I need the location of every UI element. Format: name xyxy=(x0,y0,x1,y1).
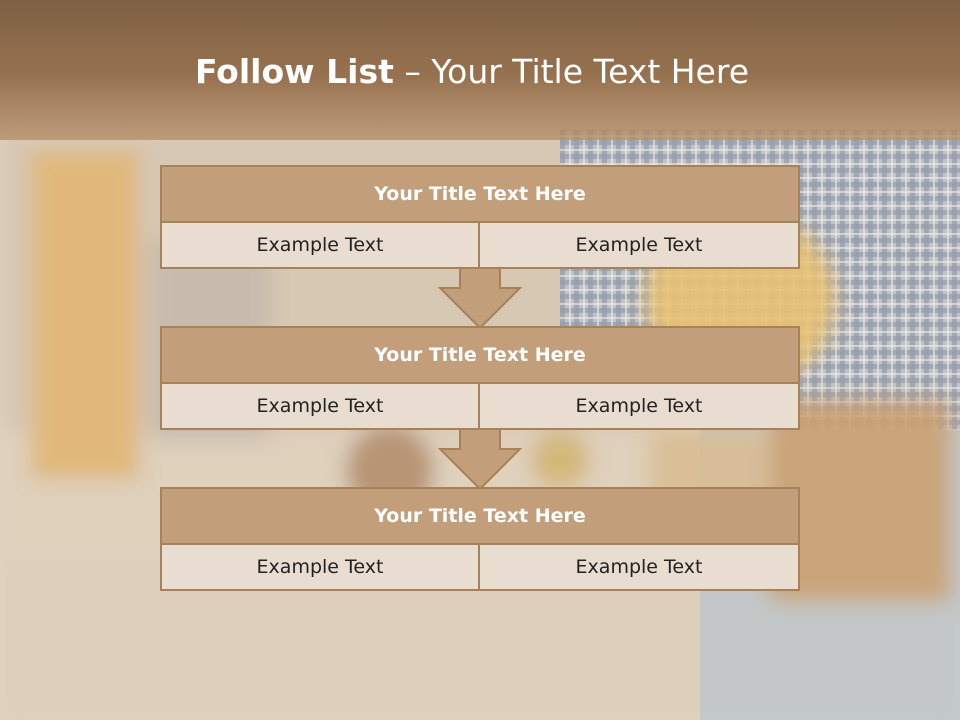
slide-title-rest: – Your Title Text Here xyxy=(404,52,750,91)
block-title: Your Title Text Here xyxy=(162,489,798,545)
block-cell-right: Example Text xyxy=(480,545,798,589)
header-band xyxy=(0,0,960,140)
down-arrow-icon xyxy=(438,429,522,491)
down-arrow-icon xyxy=(438,268,522,330)
block-cell-right: Example Text xyxy=(480,223,798,267)
slide-title: Follow List – Your Title Text Here xyxy=(0,52,944,91)
list-block-3: Your Title Text Here Example Text Exampl… xyxy=(160,487,800,591)
slide-title-strong: Follow List xyxy=(194,52,394,91)
block-cell-left: Example Text xyxy=(162,223,480,267)
list-block-2: Your Title Text Here Example Text Exampl… xyxy=(160,326,800,430)
block-cell-right: Example Text xyxy=(480,384,798,428)
block-title: Your Title Text Here xyxy=(162,167,798,223)
block-cell-left: Example Text xyxy=(162,384,480,428)
list-block-1: Your Title Text Here Example Text Exampl… xyxy=(160,165,800,269)
block-cell-left: Example Text xyxy=(162,545,480,589)
block-title: Your Title Text Here xyxy=(162,328,798,384)
